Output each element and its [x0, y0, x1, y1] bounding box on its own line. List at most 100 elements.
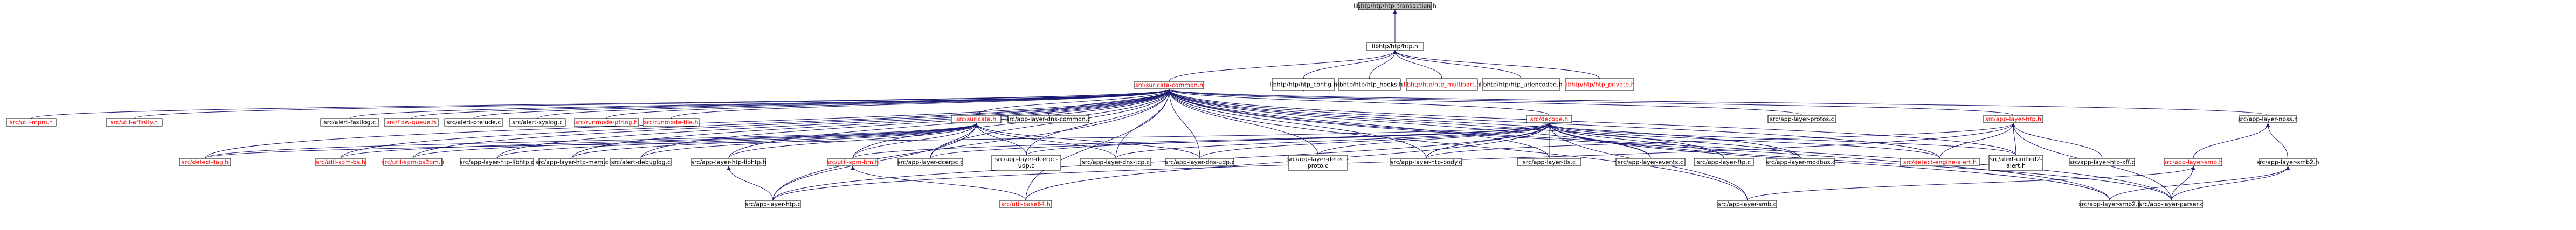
node-box [1358, 2, 1432, 10]
node-s1[interactable]: src/detect-tag.h [179, 158, 231, 166]
node-box [2164, 158, 2222, 166]
node-s16[interactable]: src/app-layer-events.c [1615, 158, 1686, 166]
node-r14[interactable]: src/app-layer-nbss.h [2238, 115, 2298, 123]
node-box [1272, 78, 1335, 91]
node-r3[interactable]: src/alert-fastlog.c [320, 118, 379, 127]
node-s13[interactable]: src/app-layer-detect-proto.c [1287, 155, 1349, 171]
node-s7[interactable]: src/app-layer-htp-libhtp.h [691, 158, 766, 166]
node-s20[interactable]: src/alert-unified2-alert.h [1988, 155, 2043, 171]
node-box [1482, 78, 1560, 91]
edge-s18-to-n2 [1167, 89, 1801, 159]
node-s18[interactable]: src/app-layer-modbus.c [1766, 158, 1835, 166]
edge-s19-to-r13 [1939, 123, 2015, 159]
node-n3[interactable]: libhtp/htp/htp_config.h [1270, 78, 1337, 91]
node-label: libhtp/htp/htp_private.h [1564, 81, 1634, 88]
node-r12[interactable]: src/app-layer-protos.c [1767, 115, 1836, 123]
edge-s11-to-r9 [974, 123, 1116, 159]
node-n4[interactable]: libhtp/htp/htp_hooks.h [1336, 78, 1403, 91]
node-box [1080, 158, 1151, 166]
node-r7[interactable]: src/runmode-pfring.h [574, 118, 639, 127]
node-s9[interactable]: src/app-layer-dcerpc.c [897, 158, 963, 166]
node-n6[interactable]: libhtp/htp/htp_urlencoded.h [1480, 78, 1563, 91]
node-t5[interactable]: src/app-layer-parser.c [2139, 200, 2204, 208]
node-r5[interactable]: src/alert-prelude.c [444, 118, 503, 127]
node-label: src/alert-prelude.c [447, 119, 501, 126]
node-s21[interactable]: src/app-layer-htp-xff.c [2069, 158, 2135, 166]
node-label: src/util-spm-bs.h [316, 159, 365, 166]
node-r2[interactable]: src/util-affinity.h [106, 118, 163, 127]
node-r10[interactable]: src/app-layer-dns-common.c [1006, 115, 1090, 123]
node-label: src/app-layer-smb.h [2164, 159, 2222, 166]
node-box [384, 118, 439, 127]
node-s2[interactable]: src/util-spm-bs.h [315, 158, 366, 166]
node-box [6, 118, 57, 127]
node-s12[interactable]: src/app-layer-dns-udp.c [1165, 158, 1235, 166]
node-r11[interactable]: src/decode.h [1526, 115, 1572, 123]
edge-t1-to-s7 [727, 166, 774, 201]
node-box [1526, 115, 1572, 123]
edge-s11-to-r11 [1115, 123, 1551, 159]
edge-r13-to-n2 [1167, 89, 2014, 116]
node-t2[interactable]: src/util-base64.h [999, 200, 1052, 208]
node-label: src/util-base64.h [1001, 201, 1051, 208]
edge-s18-to-r11 [1547, 123, 1801, 159]
node-n1[interactable]: libhtp/htp/htp.h [1366, 42, 1424, 51]
node-label: src/suricata.h [956, 116, 996, 123]
node-label: src/app-layer-ftp.c [1697, 159, 1751, 166]
node-s17[interactable]: src/app-layer-ftp.c [1694, 158, 1754, 166]
edge-t4-to-n2 [1167, 89, 2110, 201]
node-box [951, 115, 1002, 123]
node-r1[interactable]: src/util-mpm.h [6, 118, 57, 127]
node-r4[interactable]: src/flow-queue.h [384, 118, 439, 127]
node-t3[interactable]: src/app-layer-smb.c [1717, 200, 1777, 208]
node-s23[interactable]: src/app-layer-smb2.h [2256, 158, 2319, 166]
node-label: src/alert-syslog.c [512, 119, 562, 126]
node-r9[interactable]: src/suricata.h [951, 115, 1002, 123]
node-label: src/runmode-pfring.h [575, 119, 638, 126]
node-label: src/app-layer-dns-common.c [1006, 116, 1090, 123]
node-label: src/app-layer-protos.c [1770, 116, 1834, 123]
node-box [897, 158, 963, 166]
node-box [1288, 155, 1348, 171]
node-label: src/app-layer-dns-tcp.c [1082, 159, 1150, 166]
node-r13[interactable]: src/app-layer-htp.h [1983, 115, 2043, 123]
node-box [1165, 158, 1234, 166]
edge-s23-to-r14 [2266, 123, 2288, 159]
node-label: src/app-layer-htp-xff.c [2069, 159, 2135, 166]
node-box [538, 158, 605, 166]
node-s4[interactable]: src/app-layer-htp-libhtp.c [460, 158, 534, 166]
node-r6[interactable]: src/alert-syslog.c [509, 118, 566, 127]
node-box [1988, 155, 2043, 171]
node-s19[interactable]: src/detect-engine-alert.h [1900, 158, 1980, 166]
node-t4[interactable]: src/app-layer-smb2.c [2078, 200, 2141, 208]
edge-r5-to-n2 [473, 89, 1171, 119]
node-s6[interactable]: src/alert-debuglog.c [610, 158, 672, 166]
node-s8[interactable]: src/util-spm-bm.h [827, 158, 879, 166]
edge-s5-to-n2 [571, 89, 1171, 159]
node-n0[interactable]: libhtp/htp/htp_transaction.h [1353, 2, 1437, 10]
node-box [460, 158, 534, 166]
node-s11[interactable]: src/app-layer-dns-tcp.c [1080, 158, 1151, 166]
edge-s4-to-r9 [496, 123, 978, 159]
node-box [574, 118, 639, 127]
node-box [383, 158, 443, 166]
node-n7[interactable]: libhtp/htp/htp_private.h [1564, 78, 1635, 91]
node-box [444, 118, 503, 127]
node-n2[interactable]: src/suricata-common.h [1134, 81, 1204, 89]
node-n5[interactable]: libhtp/htp/htp_multipart.h [1404, 78, 1480, 91]
node-r8[interactable]: src/runmode-tile.h [643, 118, 700, 127]
node-s3[interactable]: src/util-spm-bs2bm.h [382, 158, 444, 166]
edge-t1-to-r11 [772, 123, 1551, 201]
node-label: src/app-layer-nbss.h [2238, 116, 2298, 123]
node-s15[interactable]: src/app-layer-tls.c [1517, 158, 1581, 166]
node-label: src/app-layer-htp-libhtp.c [460, 159, 534, 166]
node-s14[interactable]: src/app-layer-htp-body.c [1390, 158, 1462, 166]
node-box [2259, 158, 2317, 166]
edge-s9-to-r11 [930, 123, 1551, 159]
node-label: src/app-layer-tls.c [1523, 159, 1576, 166]
node-t1[interactable]: src/app-layer-htp.c [745, 200, 801, 208]
edge-s5-to-r9 [571, 123, 978, 159]
node-s5[interactable]: src/app-layer-htp-mem.c [535, 158, 609, 166]
node-s22[interactable]: src/app-layer-smb.h [2164, 158, 2223, 166]
node-s10[interactable]: src/app-layer-dcerpc-udp.c [991, 155, 1061, 171]
